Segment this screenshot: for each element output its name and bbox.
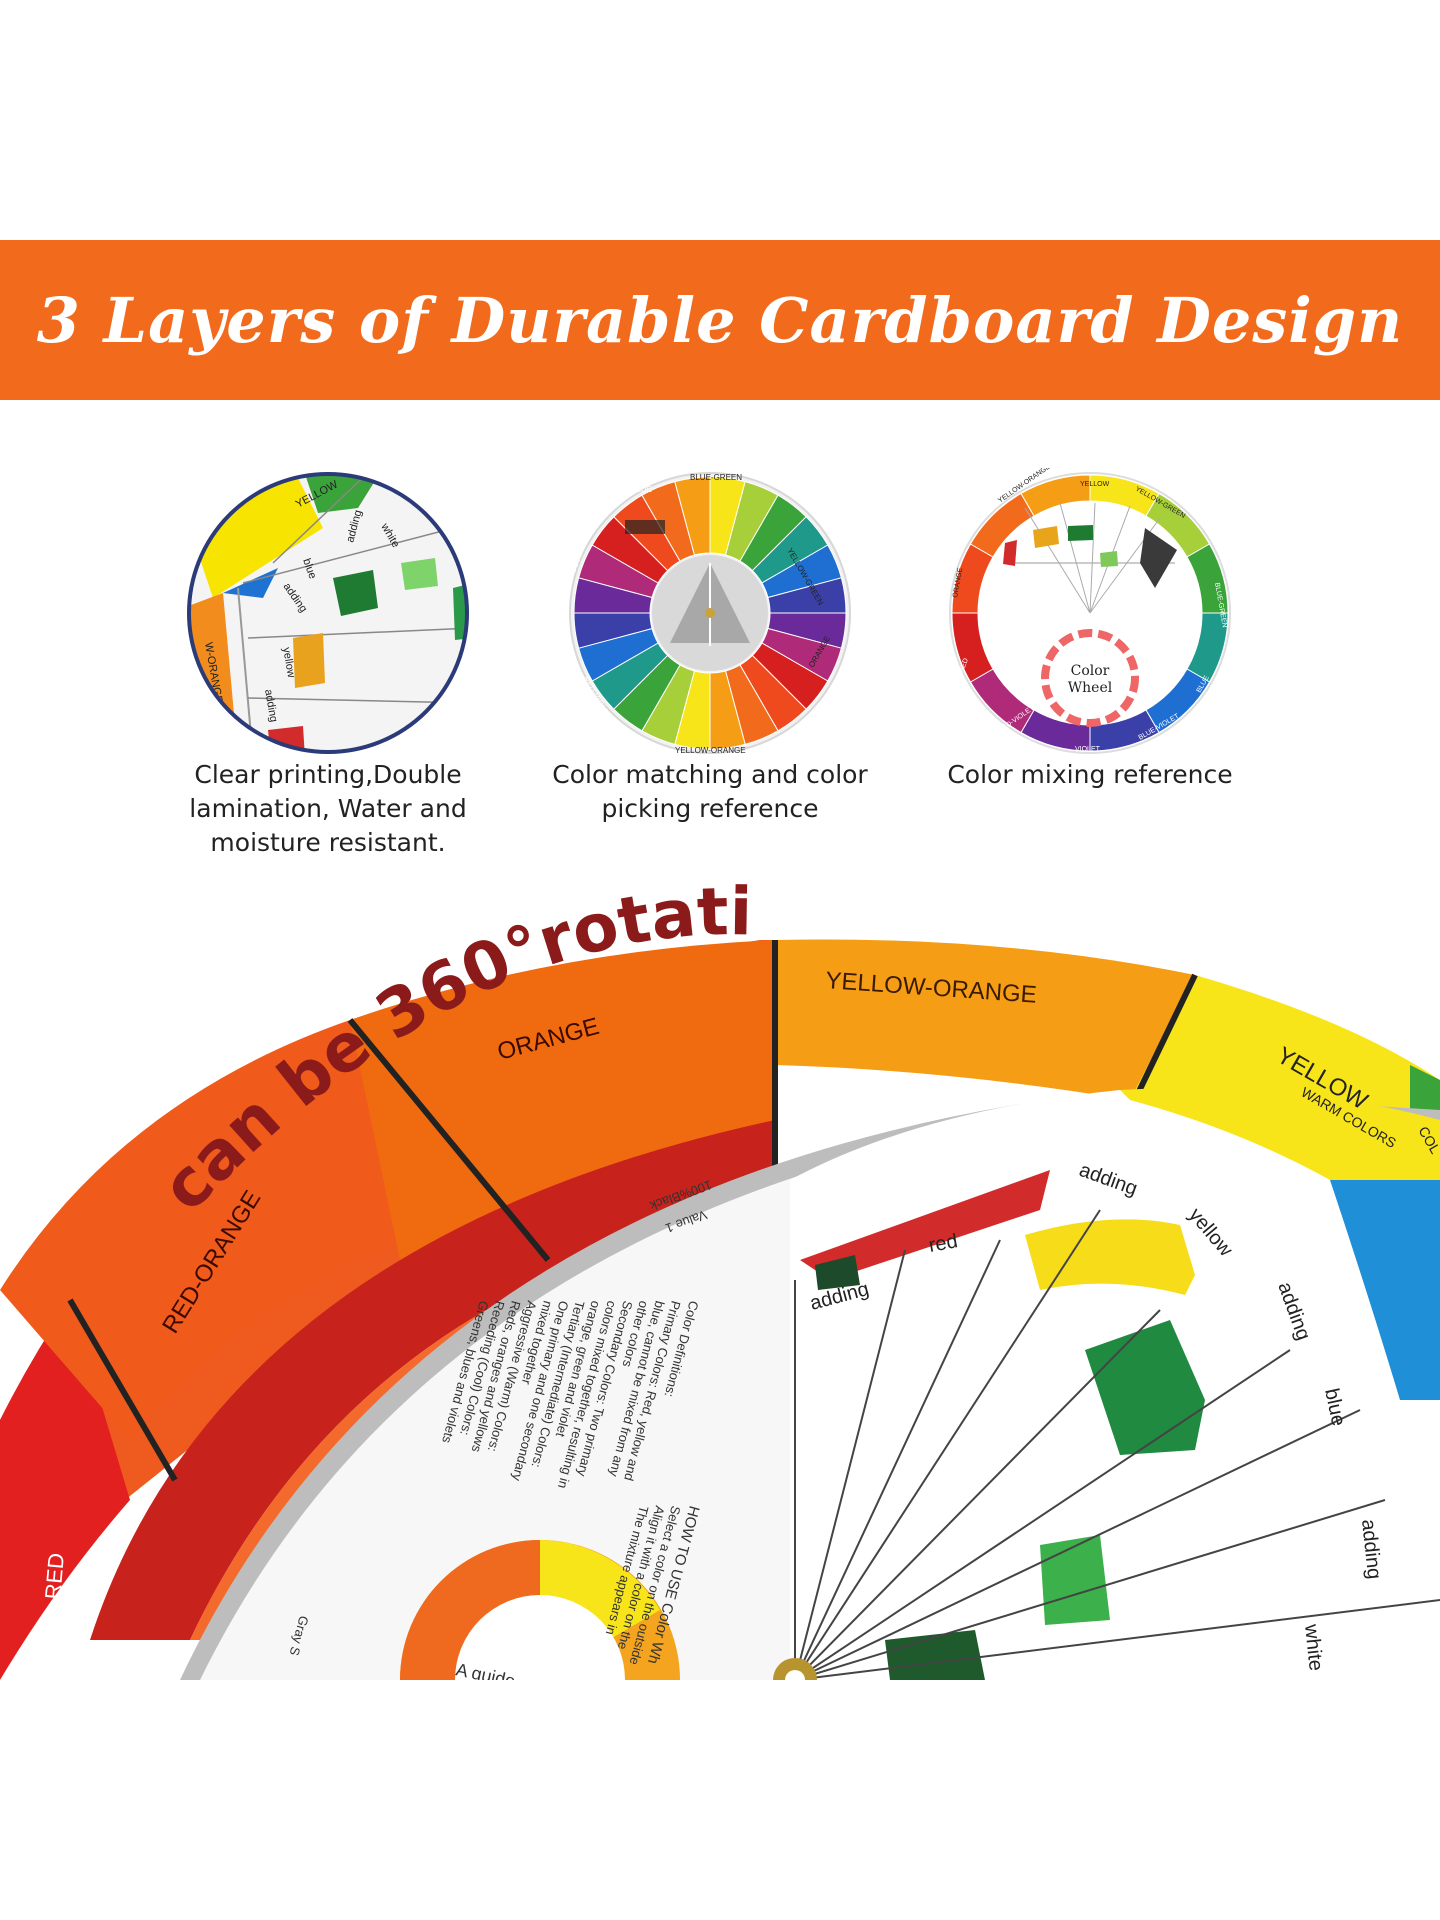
thumb-wheel-closeup: YELLOW adding white blue adding yellow W… <box>187 472 469 754</box>
thumb3-red-label: RED <box>958 657 970 673</box>
color-ring-segment <box>674 476 711 556</box>
mix-red-label: red <box>927 1230 959 1257</box>
thumb1-adding3-label: adding <box>262 688 280 723</box>
feature-color-mixing: Color Wheel YELLOW YELLOW-ORANGE YELLOW-… <box>945 468 1235 789</box>
feature-color-matching: BLUE BLUE-GREEN YELLOW-GREEN BLUE-VIOLET… <box>552 468 868 823</box>
thumb2-blue-label: BLUE <box>631 485 652 494</box>
thumb2-yelloworange-label: YELLOW-ORANGE <box>675 746 746 755</box>
thumb3-wheel-label: Wheel <box>1068 680 1113 696</box>
thumb1-yellow2-label: yellow <box>280 646 297 678</box>
wheel-closeup: can be 360°rotation RED RED-ORANGE ORANG… <box>0 880 1440 1680</box>
thumb3-color-label: Color <box>1071 663 1110 679</box>
thumb3-yellow-label: YELLOW <box>1080 481 1110 488</box>
thumb-wheel-back: Color Wheel YELLOW YELLOW-ORANGE YELLOW-… <box>949 468 1231 754</box>
thumb3-violet-label: VIOLET <box>1075 746 1101 753</box>
feature-caption: Clear printing,Double lamination, Water … <box>189 760 467 857</box>
title-banner: 3 Layers of Durable Cardboard Design <box>0 240 1440 400</box>
feature-lamination: YELLOW adding white blue adding yellow W… <box>183 468 473 857</box>
feature-caption: Color matching and color picking referen… <box>552 760 868 823</box>
segment-red-label: RED <box>40 1552 69 1600</box>
feature-caption: Color mixing reference <box>947 760 1233 789</box>
thumb2-bluegreen-label: BLUE-GREEN <box>690 473 742 482</box>
mix-white-label: white <box>1300 1622 1327 1672</box>
thumb-wheel-front: BLUE BLUE-GREEN YELLOW-GREEN BLUE-VIOLET… <box>568 472 851 755</box>
banner-title: 3 Layers of Durable Cardboard Design <box>36 283 1404 357</box>
